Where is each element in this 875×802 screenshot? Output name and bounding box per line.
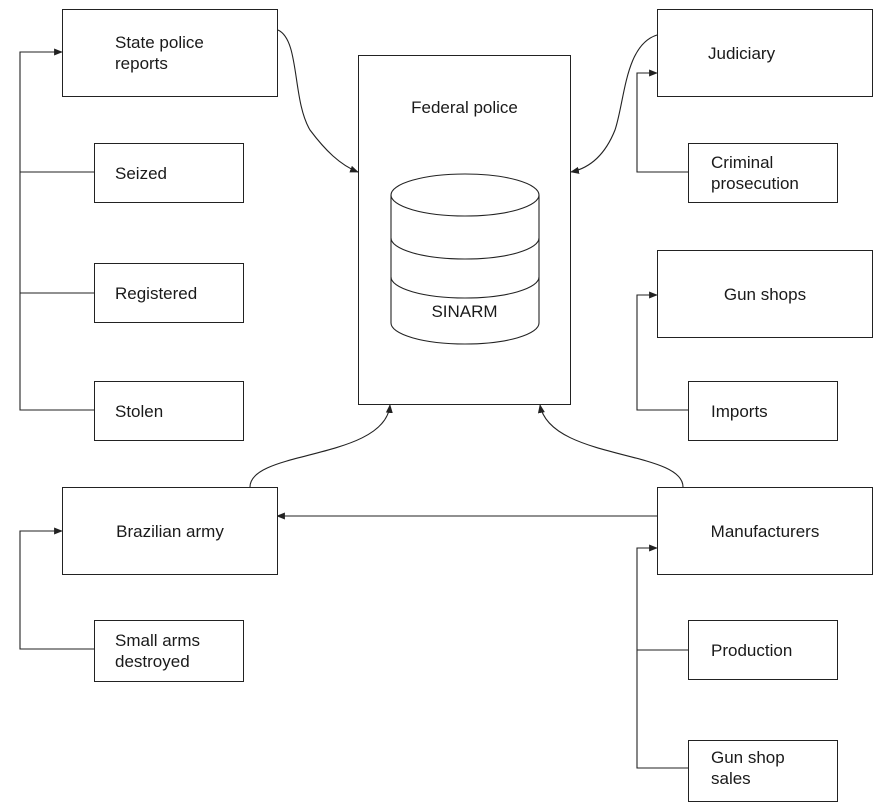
bracket-state-police xyxy=(19,48,94,411)
imports-box: Imports xyxy=(688,381,838,441)
small-arms-destroyed-box: Small arms destroyed xyxy=(94,620,244,682)
bracket-gun-shops xyxy=(636,291,688,411)
bracket-judiciary xyxy=(636,69,688,173)
bracket-army xyxy=(19,527,94,650)
gun-shops-box: Gun shops xyxy=(657,250,873,338)
registered-label: Registered xyxy=(115,283,198,303)
small-arms-destroyed-label: Small arms destroyed xyxy=(115,631,201,671)
stolen-box: Stolen xyxy=(94,381,244,441)
registered-box: Registered xyxy=(94,263,244,323)
state-police-reports-label: State police reports xyxy=(115,33,204,73)
judiciary-label: Judiciary xyxy=(708,43,776,63)
criminal-prosecution-box: Criminal prosecution xyxy=(688,143,838,203)
gun-shops-label: Gun shops xyxy=(723,284,807,304)
production-box: Production xyxy=(688,620,838,680)
bracket-manufacturers xyxy=(636,544,688,769)
manufacturers-box: Manufacturers xyxy=(657,487,873,575)
production-label: Production xyxy=(711,640,793,660)
brazilian-army-box: Brazilian army xyxy=(62,487,278,575)
seized-box: Seized xyxy=(94,143,244,203)
stolen-label: Stolen xyxy=(115,401,164,421)
arrow-judiciary-to-federal xyxy=(570,34,658,174)
database-icon xyxy=(390,173,540,345)
judiciary-box: Judiciary xyxy=(657,9,873,97)
arrow-manufacturers-to-federal xyxy=(537,404,684,488)
arrow-state-to-federal xyxy=(277,29,359,173)
imports-label: Imports xyxy=(711,401,768,421)
brazilian-army-label: Brazilian army xyxy=(116,521,224,541)
federal-police-label: Federal police xyxy=(411,98,518,117)
criminal-prosecution-label: Criminal prosecution xyxy=(711,153,799,193)
gun-shop-sales-box: Gun shop sales xyxy=(688,740,838,802)
state-police-reports-box: State police reports xyxy=(62,9,278,97)
seized-label: Seized xyxy=(115,163,167,183)
gun-shop-sales-label: Gun shop sales xyxy=(711,748,785,788)
sinarm-label: SINARM xyxy=(431,302,498,321)
manufacturers-label: Manufacturers xyxy=(710,521,820,541)
federal-police-box: Federal police SINARM xyxy=(358,55,571,405)
arrow-army-to-federal xyxy=(249,404,393,488)
